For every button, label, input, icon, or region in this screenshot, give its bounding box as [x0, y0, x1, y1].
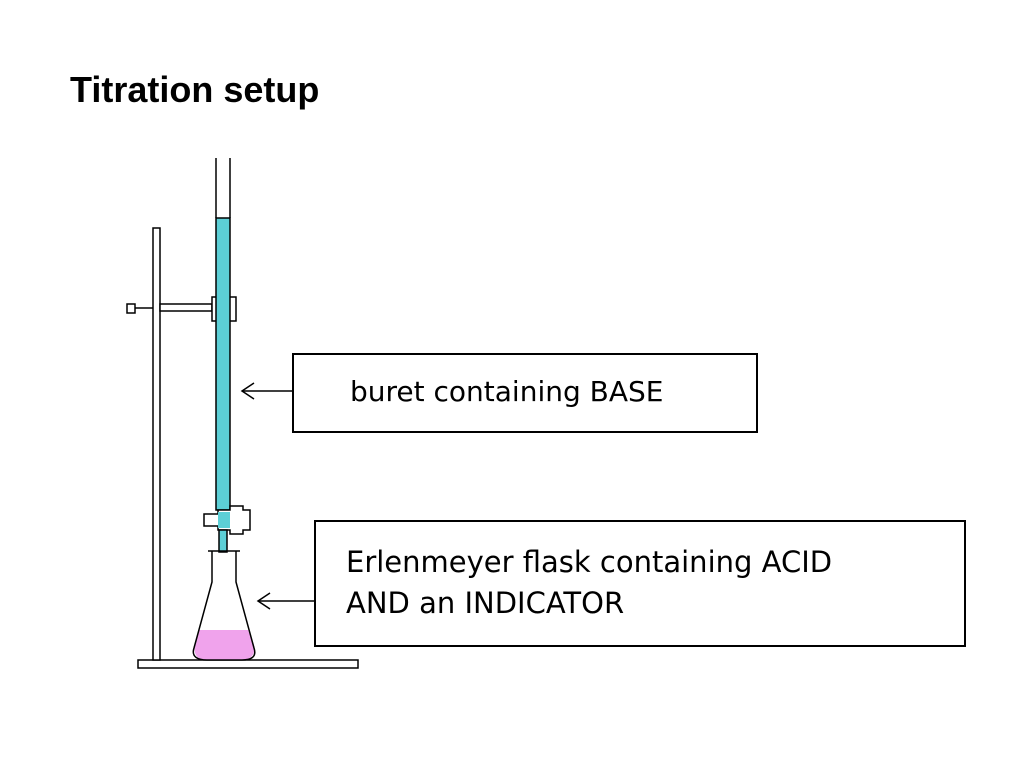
flask-label-line-2: AND an INDICATOR [346, 586, 625, 620]
buret-arrow-icon [240, 382, 292, 400]
flask-label: Erlenmeyer flask containing ACID AND an … [314, 520, 966, 647]
stand-base [137, 659, 359, 669]
indicator-solution [194, 630, 255, 660]
buret [203, 158, 251, 553]
stand-rod [152, 227, 161, 661]
slide-title: Titration setup [70, 69, 320, 110]
base-solution [215, 217, 231, 511]
buret-label: buret containing BASE [292, 353, 758, 433]
flask-arrow-icon [256, 592, 314, 610]
flask-label-line-1: Erlenmeyer flask containing ACID [346, 545, 833, 579]
buret-label-text: buret containing BASE [350, 375, 664, 408]
erlenmeyer-flask [192, 550, 256, 661]
